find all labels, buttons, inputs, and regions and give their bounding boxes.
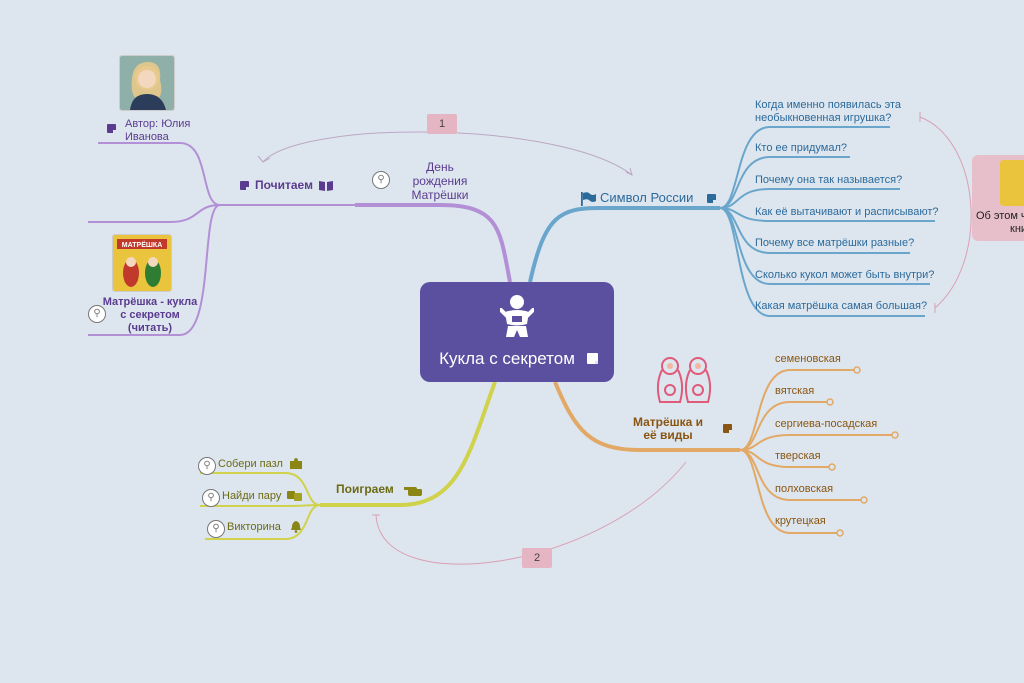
kind-6[interactable]: крутецкая [775, 515, 826, 527]
symbol-topic[interactable]: Символ России [580, 191, 716, 206]
question-6[interactable]: Сколько кукол может быть внутри? [755, 269, 935, 281]
play-topic-title: Поиграем [336, 482, 394, 497]
kinds-note-icon[interactable] [723, 424, 732, 433]
puzzle-icon [290, 458, 303, 470]
bell-icon [290, 521, 301, 533]
kind-3[interactable]: сергиева-посадская [775, 418, 878, 430]
book-icon [319, 180, 334, 191]
yellow-branch-lines [200, 381, 497, 540]
relation-line-2 [375, 461, 687, 565]
relation-arrow-1 [257, 155, 271, 163]
play-item-quiz-label: Викторина [227, 521, 281, 533]
relation-arrow-1b [625, 167, 633, 176]
question-2[interactable]: Кто ее придумал? [755, 142, 848, 154]
relation-badge-2[interactable]: 2 [522, 548, 552, 568]
birthday-topic[interactable]: День рождения Матрёшки [411, 160, 469, 202]
book-cover-title: МАТРЁШКА [122, 241, 163, 249]
central-topic[interactable]: Кукла с секретом [420, 282, 614, 382]
question-5[interactable]: Почему все матрёшки разные? [755, 237, 915, 249]
side-card-label: Об этом ч кни [976, 210, 1024, 235]
symbol-topic-title: Символ России [600, 190, 694, 205]
kind-1[interactable]: семеновская [775, 353, 841, 365]
orange-branch-lines [553, 369, 893, 534]
read-note-icon[interactable] [240, 181, 249, 191]
kinds-topic[interactable]: Матрёшка и её виды [632, 415, 704, 442]
play-item-pair[interactable]: Найди пару [222, 490, 303, 503]
author-label: Автор: Юлия Иванова [125, 118, 191, 143]
flag-icon [581, 191, 596, 206]
book-link-icon[interactable]: ⚲ [88, 305, 106, 323]
side-card[interactable]: Об этом ч кни [972, 155, 1024, 241]
play-item-pair-label: Найди пару [222, 490, 282, 502]
pair-link-icon[interactable]: ⚲ [202, 489, 220, 507]
kind-4[interactable]: тверская [775, 450, 821, 462]
play-topic[interactable]: Поиграем [336, 483, 423, 497]
symbol-note-icon[interactable] [706, 194, 716, 204]
dice-icon [287, 491, 303, 502]
central-topic-title: Кукла с секретом [439, 349, 575, 368]
relation-line-3 [919, 116, 972, 309]
question-1[interactable]: Когда именно появилась эта необыкновенна… [755, 99, 902, 124]
purple-branch-lines [88, 142, 512, 336]
read-topic-title: Почитаем [255, 178, 313, 192]
play-item-puzzle[interactable]: Собери пазл [218, 458, 303, 471]
read-topic[interactable]: Почитаем [240, 179, 334, 192]
kind-5[interactable]: полховская [775, 483, 834, 495]
quiz-link-icon[interactable]: ⚲ [207, 520, 225, 538]
question-3[interactable]: Почему она так называется? [755, 174, 903, 186]
baby-icon [500, 295, 534, 337]
hand-pointer-icon [404, 487, 423, 496]
book-label[interactable]: Матрёшка - кукла с секретом (читать) [102, 296, 198, 334]
play-item-quiz[interactable]: Викторина [227, 521, 302, 534]
matryoshka-icon [656, 357, 712, 403]
puzzle-link-icon[interactable]: ⚲ [198, 457, 216, 475]
author-note-icon[interactable] [107, 124, 116, 133]
birthday-link-icon[interactable]: ⚲ [372, 171, 390, 189]
blue-branch-lines [528, 126, 935, 317]
relation-badge-1[interactable]: 1 [427, 114, 457, 134]
side-card-image [1000, 160, 1024, 206]
kind-2[interactable]: вятская [775, 385, 815, 397]
note-icon[interactable] [587, 353, 598, 364]
author-photo [119, 55, 175, 111]
orange-leaf-dots [826, 366, 899, 537]
book-cover: МАТРЁШКА [112, 234, 172, 292]
question-4[interactable]: Как её вытачивают и расписывают? [755, 206, 939, 218]
play-item-puzzle-label: Собери пазл [218, 458, 283, 470]
question-7[interactable]: Какая матрёшка самая большая? [755, 300, 928, 312]
